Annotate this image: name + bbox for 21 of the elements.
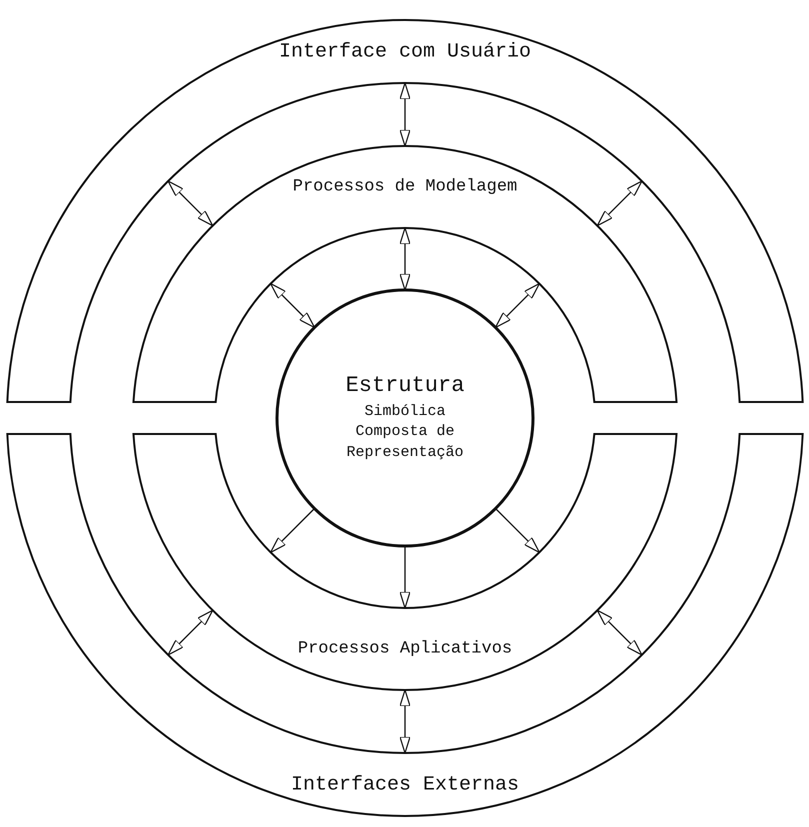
double-arrow [399, 82, 411, 147]
double-arrow [399, 689, 411, 754]
arrow [270, 508, 315, 553]
double-arrow [596, 610, 642, 656]
double-arrow [168, 180, 214, 226]
double-arrow [596, 180, 642, 226]
arrow [495, 508, 540, 553]
double-arrow [399, 227, 411, 291]
double-arrow [168, 610, 214, 656]
segment-label: Interfaces Externas [290, 773, 520, 796]
ring-segment [7, 20, 803, 402]
center-circle [277, 290, 533, 546]
segment-label: Interface com Usuário [278, 40, 532, 63]
ring-segment [133, 146, 677, 402]
double-arrow [270, 283, 316, 328]
arrow [399, 546, 411, 609]
circle-text: Simbólica Composta de Representação [345, 402, 465, 463]
segment-label: Processos de Modelagem [292, 178, 518, 196]
segment-label: Processos Aplicativos [298, 640, 512, 658]
circle-title: Estrutura [344, 373, 466, 398]
double-arrow [494, 283, 540, 328]
